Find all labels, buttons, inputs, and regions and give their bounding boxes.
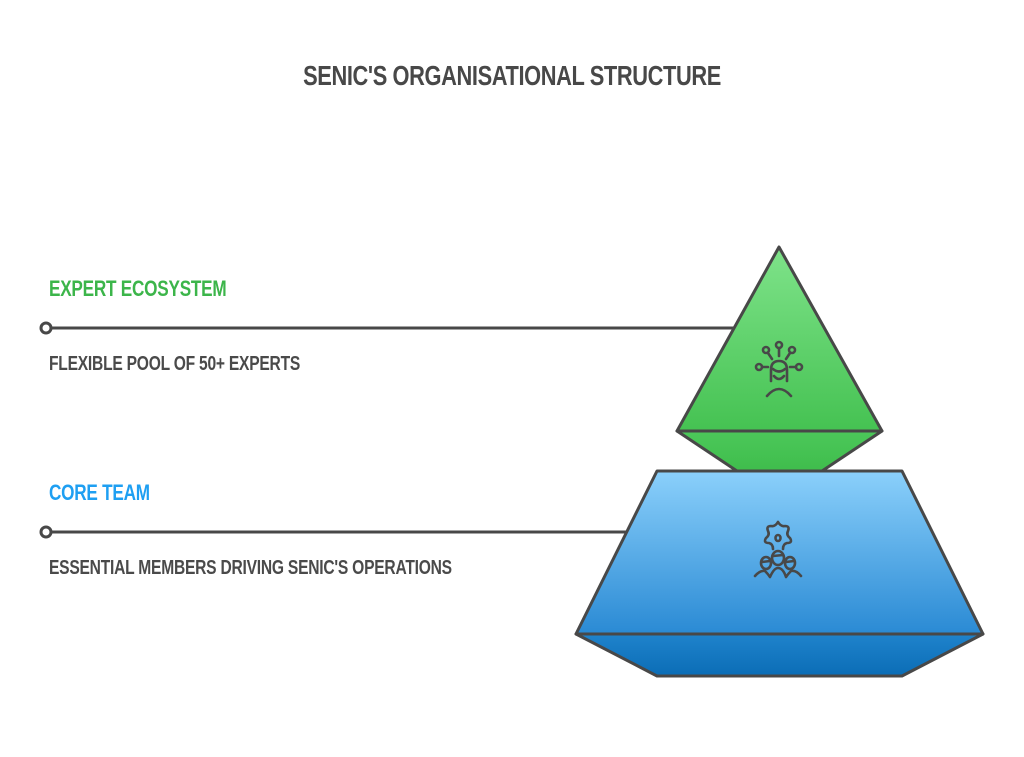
pyramid-level-core-team [574,469,985,678]
level-label-core-team: CORE TEAM [49,480,150,505]
level-label-expert-ecosystem: EXPERT ECOSYSTEM [49,276,227,301]
connector-expert-ecosystem [39,321,735,335]
level-description-core-team: ESSENTIAL MEMBERS DRIVING SENIC'S OPERAT… [49,557,452,579]
connector-core-team [39,525,627,539]
team-gear-icon [753,520,803,579]
level-description-expert-ecosystem: FLEXIBLE POOL OF 50+ EXPERTS [49,353,301,375]
diagram-title: SENIC'S ORGANISATIONAL STRUCTURE [303,60,721,91]
connector-dot [39,321,53,335]
expert-network-icon [754,340,804,398]
connector-dot [39,525,53,539]
pyramid-level-expert-ecosystem [675,245,884,473]
